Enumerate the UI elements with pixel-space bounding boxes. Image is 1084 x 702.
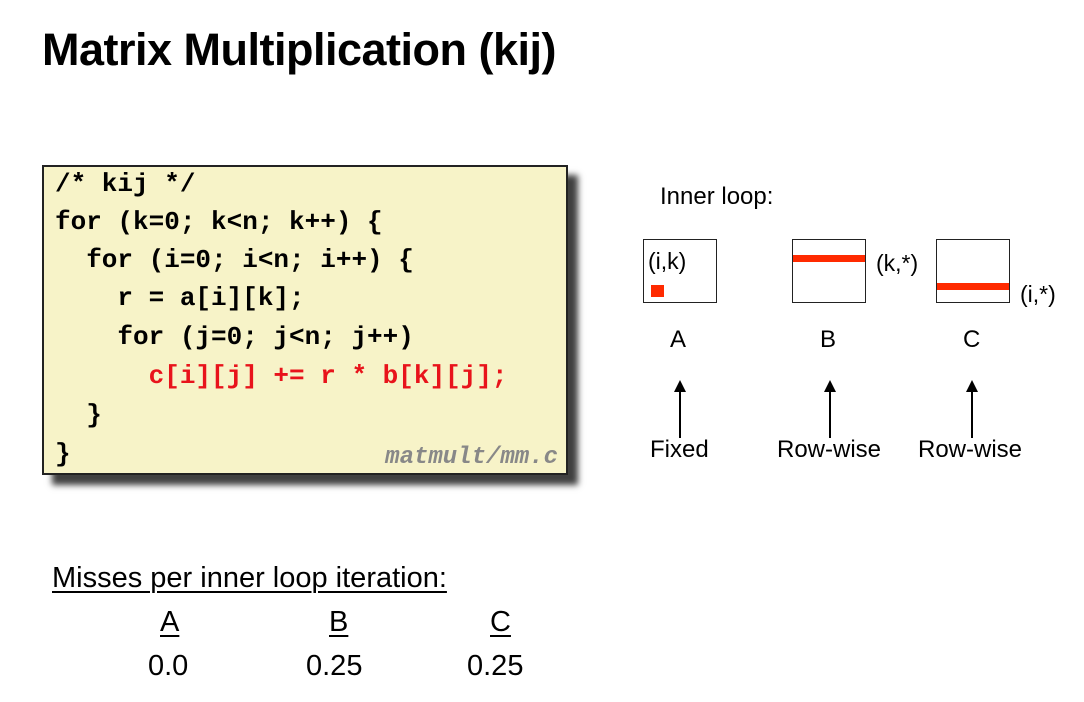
matrix-b-label: B: [820, 326, 837, 353]
code-line-highlighted: c[i][j] += r * b[k][j];: [55, 361, 508, 391]
misses-heading: Misses per inner loop iteration:: [52, 562, 447, 594]
matrix-c-label: C: [963, 326, 981, 353]
code-line: /* kij */: [55, 169, 196, 199]
row-marker: [937, 283, 1009, 290]
code-line: for (k=0; k<n; k++) {: [55, 207, 383, 237]
code-line: r = a[i][k];: [55, 283, 305, 313]
code-line: for (j=0; j<n; j++): [55, 322, 414, 352]
matrix-b-box: [792, 239, 866, 303]
misses-col-a: A: [160, 606, 180, 638]
arrow-up-icon: [824, 380, 836, 438]
matrix-a-access: Fixed: [650, 436, 709, 463]
matrix-c-index: (i,*): [1020, 281, 1056, 307]
misses-value-b: 0.25: [306, 650, 363, 682]
matrix-b-index: (k,*): [876, 250, 919, 276]
matrix-c-access: Row-wise: [918, 436, 1023, 463]
matrix-c-box: [936, 239, 1010, 303]
code-line: }: [55, 400, 102, 430]
matrix-a-label: A: [670, 326, 687, 353]
source-filename: matmult/mm.c: [385, 444, 558, 471]
slide-title: Matrix Multiplication (kij): [42, 24, 557, 75]
code-line: for (i=0; i<n; i++) {: [55, 245, 414, 275]
row-marker: [793, 255, 865, 262]
arrow-up-icon: [674, 380, 686, 438]
matrix-a-index: (i,k): [648, 248, 687, 274]
matrix-a-box: (i,k): [643, 239, 717, 303]
misses-value-c: 0.25: [467, 650, 524, 682]
misses-col-b: B: [329, 606, 349, 638]
misses-value-a: 0.0: [148, 650, 189, 682]
arrow-up-icon: [966, 380, 978, 438]
inner-loop-heading: Inner loop:: [660, 183, 774, 210]
misses-col-c: C: [490, 606, 511, 638]
code-block: /* kij */ for (k=0; k<n; k++) { for (i=0…: [42, 165, 568, 475]
matrix-b-access: Row-wise: [777, 436, 882, 463]
code-line: }: [55, 439, 71, 469]
fixed-element-marker: [651, 285, 664, 297]
